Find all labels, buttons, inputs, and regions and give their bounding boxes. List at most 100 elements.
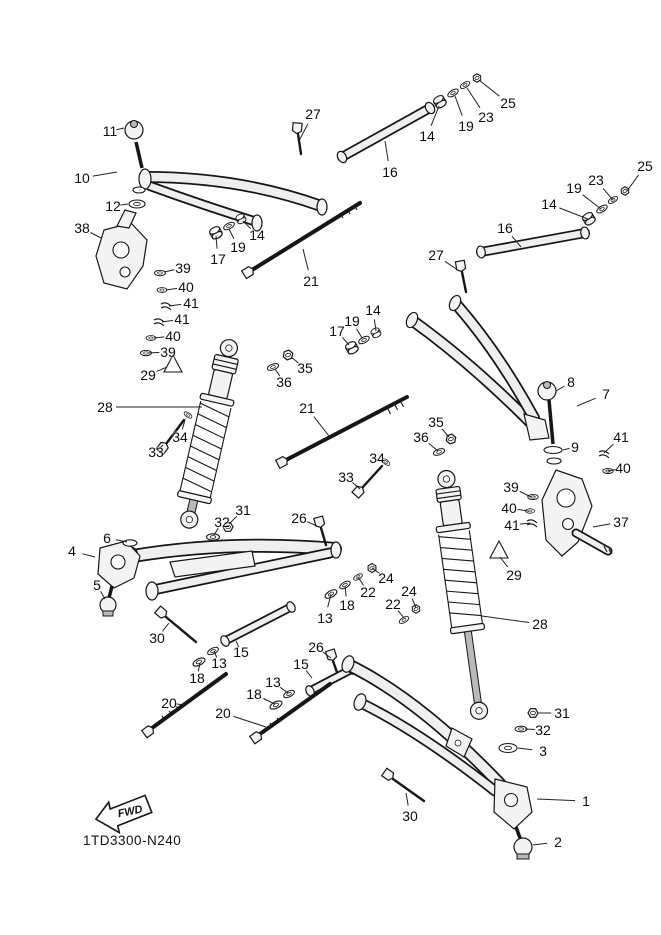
leader-line [82,553,96,558]
fwd-marker: FWD [94,794,153,835]
part-callout-2: 2 [554,834,562,850]
leader-line [90,232,102,239]
leader-line [299,123,309,140]
leader-line [536,798,576,802]
leader-line [235,640,240,648]
part-callout-19: 19 [566,180,582,196]
part-callout-5: 5 [93,577,101,593]
leader-line [228,515,238,525]
leader-line [466,87,481,109]
part-callout-12: 12 [105,198,121,214]
leader-line [153,336,165,339]
pivot-bolt-21-upper [241,201,362,280]
pivot-bolt-21-lower [275,395,409,469]
part-callout-31: 31 [235,502,251,518]
part-callout-23: 23 [478,109,494,125]
leader-line [373,319,377,332]
part-callout-32: 32 [535,722,551,738]
part-callout-29: 29 [506,567,522,583]
part-callout-17: 17 [329,323,345,339]
leader-line [215,235,218,249]
leader-line [92,171,118,177]
leader-line [592,523,611,528]
leader-line [371,567,380,574]
part-callout-39: 39 [503,479,519,495]
leader-line [481,615,530,623]
leader-line [313,416,330,437]
leader-line [520,522,531,525]
part-callout-28: 28 [97,399,113,415]
leader-line [158,444,164,450]
part-callout-33: 33 [338,469,354,485]
leader-line [100,591,106,600]
leader-line [342,336,350,346]
leader-line [163,269,175,273]
part-callout-15: 15 [293,656,309,672]
part-callout-3: 3 [539,743,547,759]
part-callout-7: 7 [602,386,610,402]
leader-line [357,576,364,586]
part-callout-22: 22 [385,596,401,612]
leader-line [602,188,614,201]
part-callout-16: 16 [382,164,398,180]
leader-line [532,842,548,846]
bolt-27-rear [454,259,468,294]
upper-left-a-arm [138,168,328,232]
bolt-30-left [154,605,198,644]
leader-line [430,105,440,126]
part-callout-4: 4 [68,543,76,559]
shock-bolt-right [351,456,392,499]
part-callout-19: 19 [458,118,474,134]
leader-line [116,127,125,131]
left-steering-knuckle [95,209,148,290]
leader-line [511,236,522,248]
part-callout-27: 27 [428,247,444,263]
part-callout-31: 31 [554,705,570,721]
part-callout-13: 13 [265,674,281,690]
part-callout-28: 28 [532,616,548,632]
part-callout-35: 35 [297,360,313,376]
leader-line [302,248,309,271]
leader-line [290,356,300,364]
leader-line [197,662,201,672]
leader-line [380,460,386,465]
part-callout-39: 39 [175,260,191,276]
leader-line [582,194,602,210]
leader-line [279,686,289,694]
upper-right-a-arm [405,294,550,441]
leader-line [559,207,589,220]
part-callout-19: 19 [344,313,360,329]
part-callout-20: 20 [215,705,231,721]
part-callout-30: 30 [149,630,165,646]
part-callout-41: 41 [504,517,520,533]
part-callout-32: 32 [214,514,230,530]
part-callout-20: 20 [161,695,177,711]
part-callout-33: 33 [148,444,164,460]
bolt-20-right [249,682,332,745]
leader-line [519,491,532,498]
leader-line [115,539,128,543]
part-callout-36: 36 [413,429,429,445]
lower-right-knuckle [493,742,533,830]
leader-line [344,585,347,597]
leader-line [499,556,509,568]
leader-line [263,698,276,705]
part-callout-37: 37 [613,514,629,530]
leader-line [405,792,409,806]
leader-line [148,351,160,354]
part-callout-23: 23 [588,172,604,188]
leader-line [213,650,218,658]
part-callout-40: 40 [501,500,517,516]
leader-line [603,443,614,454]
lower-right-a-arm [341,655,507,797]
right-steering-knuckle [541,469,613,557]
leader-line [162,622,170,632]
leader-line [607,468,617,472]
triangle-marker-right [489,539,509,559]
leader-line [411,598,417,609]
part-callout-39: 39 [160,344,176,360]
triangle-marker-left [163,353,183,373]
part-callout-34: 34 [172,429,188,445]
